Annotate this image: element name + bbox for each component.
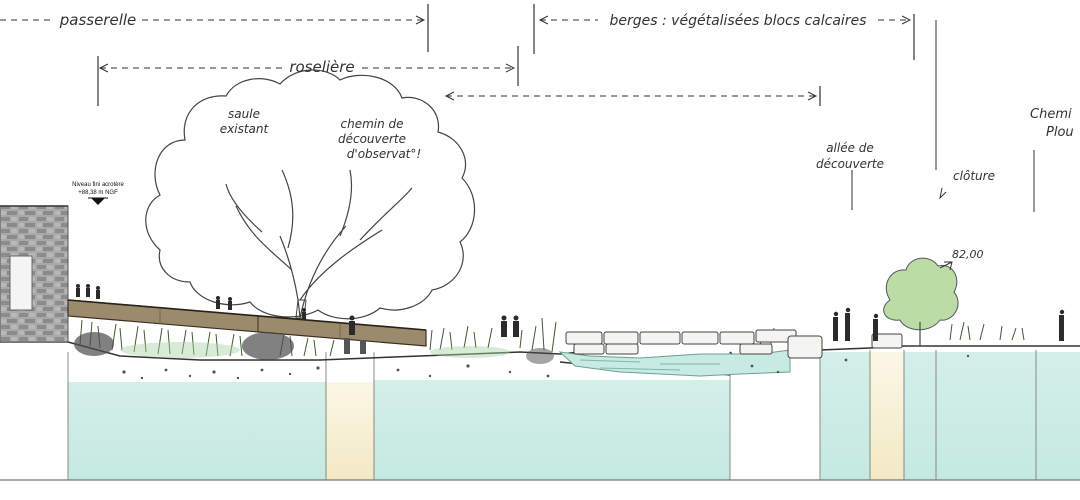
person — [1059, 309, 1065, 341]
ground-bands — [0, 350, 1080, 481]
label-saule-line1: saule — [228, 107, 260, 121]
dimension-lines — [0, 4, 1035, 271]
label-chemin-line2: découverte — [338, 132, 406, 146]
level-marker-group: Niveau fini acrotère +88,38 m NGF — [72, 182, 125, 205]
label-chemin-line1: chemin de — [340, 117, 403, 131]
sand-band-2 — [870, 352, 904, 480]
pebbles — [122, 354, 970, 380]
shrub-icon — [883, 257, 959, 347]
person — [349, 315, 355, 335]
label-passerelle: passerelle — [59, 11, 137, 29]
ground-band-left — [68, 382, 326, 480]
boardwalk-deck — [67, 299, 427, 354]
label-allee-line1: allée de — [826, 141, 874, 155]
person — [513, 315, 519, 337]
triangle-down-icon — [91, 198, 105, 205]
person — [216, 296, 220, 309]
labels: passerelle roselière berges : végétalisé… — [59, 11, 1074, 261]
person — [76, 284, 80, 297]
person — [501, 315, 507, 337]
label-saule-line2: existant — [220, 122, 270, 136]
label-level-mark: 82,00 — [952, 248, 984, 261]
water-basin — [558, 349, 791, 377]
limestone-blocks — [565, 329, 903, 359]
label-berges: berges : végétalisées blocs calcaires — [610, 13, 867, 29]
dark-shrubs — [74, 332, 554, 364]
willow-tree-icon — [145, 69, 476, 320]
ground-band-mid — [374, 380, 730, 480]
label-chemin-plou-line1: Chemi — [1030, 107, 1072, 122]
label-cloture: clôture — [953, 169, 995, 183]
person — [228, 297, 232, 310]
person — [96, 286, 100, 299]
stone-wall-icon — [0, 205, 69, 343]
green-tint — [120, 342, 510, 358]
label-chemin-line3: d'observat°! — [347, 147, 421, 161]
people — [76, 284, 1065, 341]
sand-band-1 — [326, 382, 374, 480]
ground-band-right-2 — [904, 352, 1036, 480]
person — [845, 307, 851, 341]
person — [86, 284, 90, 297]
ground-band-right-3 — [1036, 352, 1080, 480]
label-allee-line2: découverte — [816, 157, 884, 171]
wall-doorway — [9, 255, 33, 311]
person — [873, 313, 879, 341]
label-chemin-plou-line2: Plou — [1046, 125, 1074, 140]
person — [833, 311, 839, 341]
person — [302, 308, 306, 320]
niveau-line2: +88,38 m NGF — [78, 190, 118, 196]
niveau-line1: Niveau fini acrotère — [72, 182, 124, 188]
label-roseliere: roselière — [289, 58, 354, 76]
ground-band-right-1 — [820, 352, 870, 480]
